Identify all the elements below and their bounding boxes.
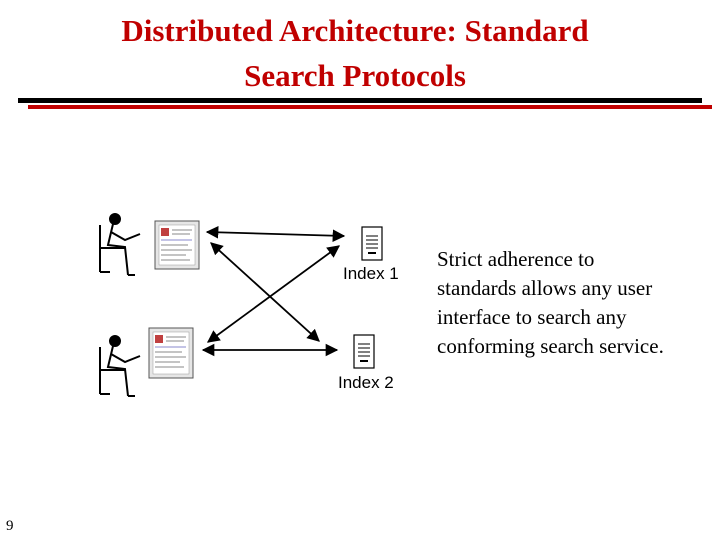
title-rule-black (18, 98, 702, 103)
arrow-user2-index1 (206, 245, 341, 343)
seated-user-icon (99, 213, 141, 276)
arrow-user1-index1 (205, 226, 346, 242)
slide-body-text: Strict adherence to standards allows any… (437, 247, 664, 358)
document-icon (353, 334, 375, 369)
browser-window-icon (154, 220, 200, 270)
browser-window-icon (148, 327, 194, 379)
document-icon (361, 226, 383, 261)
arrow-user1-index2 (210, 242, 320, 342)
index-1-label: Index 1 (343, 264, 399, 283)
seated-user-icon (99, 335, 141, 397)
page-number: 9 (6, 518, 14, 534)
slide-title: Distributed Architecture: Standard Searc… (121, 13, 589, 93)
title-rule-red (28, 105, 712, 109)
index-2-label: Index 2 (338, 373, 394, 392)
